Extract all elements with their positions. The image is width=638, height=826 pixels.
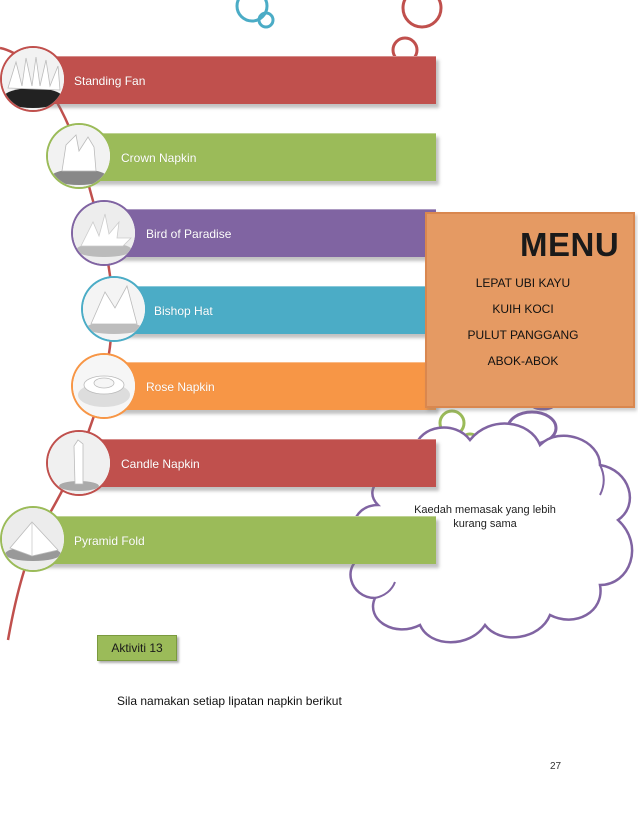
napkin-bar-rose: Rose Napkin xyxy=(112,362,436,410)
cloud-inner-detail-2 xyxy=(374,581,396,599)
rose-napkin-image xyxy=(73,355,135,417)
napkin-bar-crown: Crown Napkin xyxy=(85,133,436,181)
standing-fan-image xyxy=(2,48,64,110)
activity-label: Aktiviti 13 xyxy=(97,635,177,661)
napkin-bar-pyramid: Pyramid Fold xyxy=(33,516,436,564)
napkin-label: Candle Napkin xyxy=(121,456,200,471)
menu-item-kuih-koci: KUIH KOCI xyxy=(492,302,554,316)
bishop-hat-image xyxy=(83,278,145,340)
instruction-text: Sila namakan setiap lipatan napkin berik… xyxy=(117,694,342,708)
napkin-label: Standing Fan xyxy=(74,73,146,88)
bubble-red xyxy=(401,0,443,29)
menu-title: MENU xyxy=(520,226,620,263)
pyramid-fold-image xyxy=(2,508,64,570)
napkin-label: Pyramid Fold xyxy=(74,533,145,548)
menu-item-pulut-panggang: PULUT PANGGANG xyxy=(467,328,579,342)
bubble-blue xyxy=(235,0,269,23)
napkin-label: Bishop Hat xyxy=(154,303,213,318)
menu-box xyxy=(425,212,635,408)
napkin-label: Bird of Paradise xyxy=(146,226,232,241)
napkin-label: Crown Napkin xyxy=(121,150,197,165)
napkin-bar-candle: Candle Napkin xyxy=(85,439,436,487)
napkin-bar-bird-of-paradise: Bird of Paradise xyxy=(112,209,436,257)
crown-napkin-image xyxy=(48,125,110,187)
menu-item-abok-abok: ABOK-ABOK xyxy=(487,354,559,368)
napkin-bar-bishop-hat: Bishop Hat xyxy=(120,286,436,334)
cloud-text: Kaedah memasak yang lebih kurang sama xyxy=(414,504,556,530)
menu-item-lepat-ubi-kayu: LEPAT UBI KAYU xyxy=(475,276,571,290)
cloud-inner-detail xyxy=(599,464,605,496)
page-number: 27 xyxy=(550,761,562,772)
napkin-bar-standing-fan: Standing Fan xyxy=(33,56,436,104)
bird-of-paradise-image xyxy=(73,202,135,264)
napkin-label: Rose Napkin xyxy=(146,379,215,394)
bubble-blue-small xyxy=(257,11,275,29)
candle-napkin-image xyxy=(48,432,110,494)
